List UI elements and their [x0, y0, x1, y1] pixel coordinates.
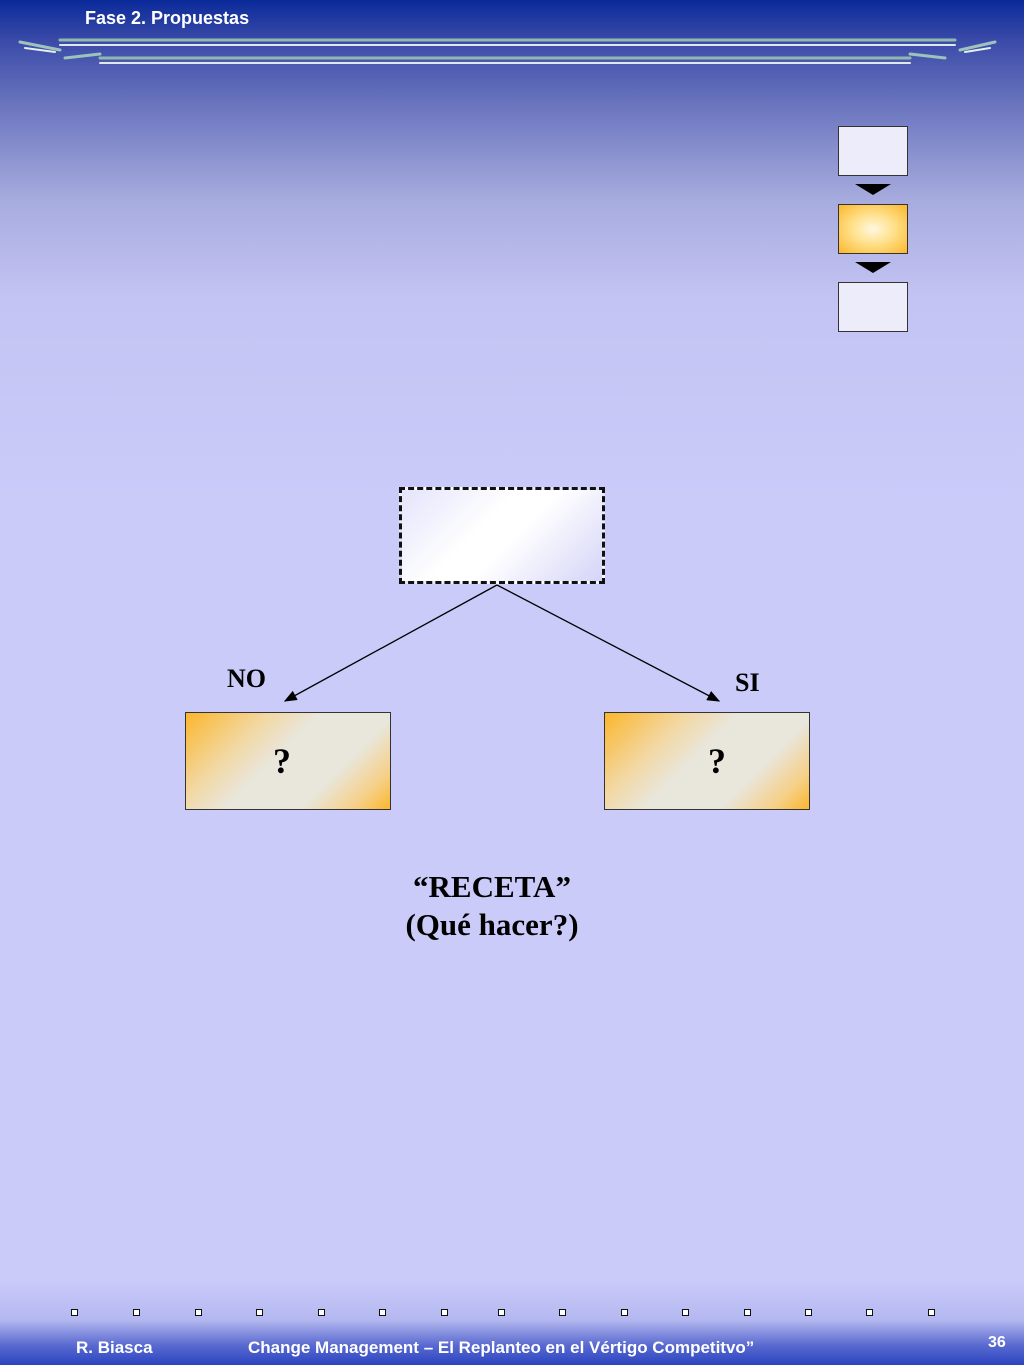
down-arrow-icon	[855, 262, 891, 273]
process-step-1-box	[838, 126, 908, 176]
down-arrow-icon	[855, 184, 891, 195]
footer-author: R. Biasca	[76, 1338, 153, 1357]
footer-bullet	[744, 1309, 751, 1316]
slide-page-number: 36	[988, 1334, 1006, 1351]
header-decorative-rule	[18, 38, 997, 64]
footer-course-title: Change Management – El Replanteo en el V…	[248, 1338, 755, 1357]
footer-bullet	[256, 1309, 263, 1316]
arrow-to-si-branch	[496, 584, 721, 702]
branch-si-label: SI	[735, 668, 760, 697]
recipe-caption-line1: “RECETA”	[413, 869, 571, 904]
footer-bullet	[682, 1309, 689, 1316]
footer-bullet	[498, 1309, 505, 1316]
footer-bullet	[441, 1309, 448, 1316]
no-branch-answer-box: ?	[185, 712, 391, 810]
footer-bullet	[133, 1309, 140, 1316]
footer-bullet	[379, 1309, 386, 1316]
arrow-to-no-branch	[283, 584, 498, 702]
recipe-caption-line2: (Qué hacer?)	[405, 907, 579, 942]
footer-bullet	[318, 1309, 325, 1316]
footer-bullet	[928, 1309, 935, 1316]
process-step-3-box	[838, 282, 908, 332]
si-branch-answer-box: ?	[604, 712, 810, 810]
si-branch-answer-text: ?	[708, 741, 726, 781]
footer-bullet	[866, 1309, 873, 1316]
no-branch-answer-text: ?	[273, 741, 291, 781]
recipe-caption: “RECETA” (Qué hacer?)	[300, 868, 684, 944]
footer-bullet	[71, 1309, 78, 1316]
footer-bullet	[195, 1309, 202, 1316]
slide-header-title: Fase 2. Propuestas	[85, 8, 250, 28]
branch-no-label: NO	[227, 664, 266, 693]
footer-bullet	[559, 1309, 566, 1316]
decision-box	[399, 487, 605, 584]
footer-bullet	[805, 1309, 812, 1316]
footer-bullet	[621, 1309, 628, 1316]
process-step-2-box-active	[838, 204, 908, 254]
